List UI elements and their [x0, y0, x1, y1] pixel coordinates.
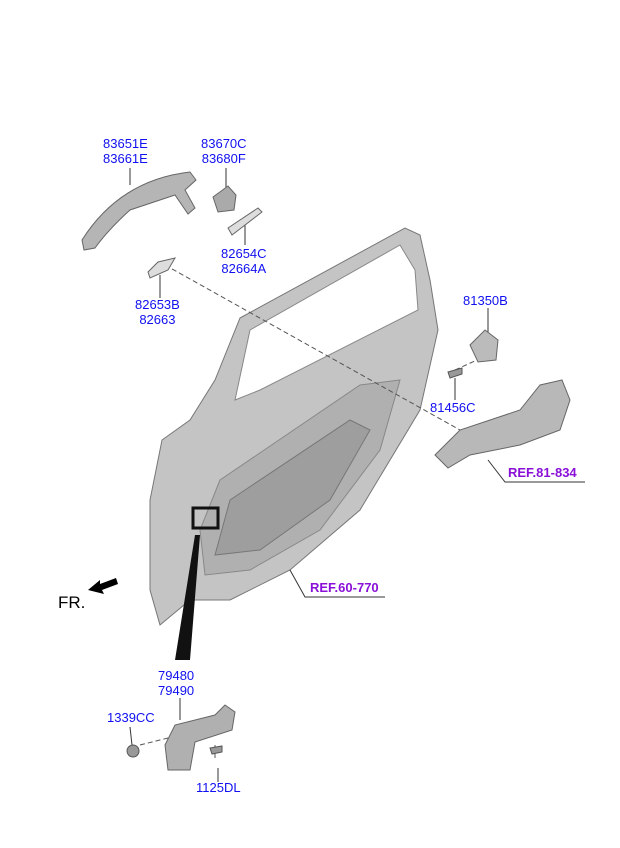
- front-direction-label: FR.: [58, 593, 86, 612]
- part-number: 82664A: [221, 261, 267, 276]
- part-number: 82653B: [135, 297, 180, 312]
- screw-label[interactable]: 81456C: [430, 400, 476, 415]
- part-number: 83651E: [103, 136, 148, 151]
- part-number: 83670C: [201, 136, 247, 151]
- bolt-label[interactable]: 1125DL: [196, 780, 241, 795]
- striker-label[interactable]: 81350B: [463, 293, 508, 308]
- front-arrow-icon: [88, 578, 118, 594]
- gasket-front[interactable]: [147, 257, 177, 279]
- part-number: 83661E: [103, 151, 148, 166]
- part-number: 79480: [158, 668, 195, 683]
- part-number: 82663: [139, 312, 176, 327]
- screw[interactable]: [447, 367, 463, 379]
- nut[interactable]: [126, 744, 140, 758]
- part-number: 83680F: [201, 151, 246, 166]
- handle-cover[interactable]: [212, 185, 237, 213]
- door-checker-arm: [175, 535, 200, 660]
- door-latch[interactable]: [434, 379, 571, 469]
- part-number: 79490: [158, 683, 195, 698]
- gasket-rear[interactable]: [227, 207, 263, 236]
- ref-door-panel-link[interactable]: REF.60-770: [310, 580, 379, 595]
- striker[interactable]: [469, 329, 499, 363]
- door-checker-bracket: [191, 506, 220, 530]
- nut-label[interactable]: 1339CC: [107, 710, 155, 725]
- bolt[interactable]: [209, 745, 223, 755]
- outside-handle[interactable]: [81, 171, 197, 251]
- ref-latch-link[interactable]: REF.81-834: [508, 465, 577, 480]
- rear-door-panel[interactable]: [149, 227, 439, 626]
- part-number: 82654C: [221, 246, 267, 261]
- door-checker[interactable]: [164, 704, 236, 771]
